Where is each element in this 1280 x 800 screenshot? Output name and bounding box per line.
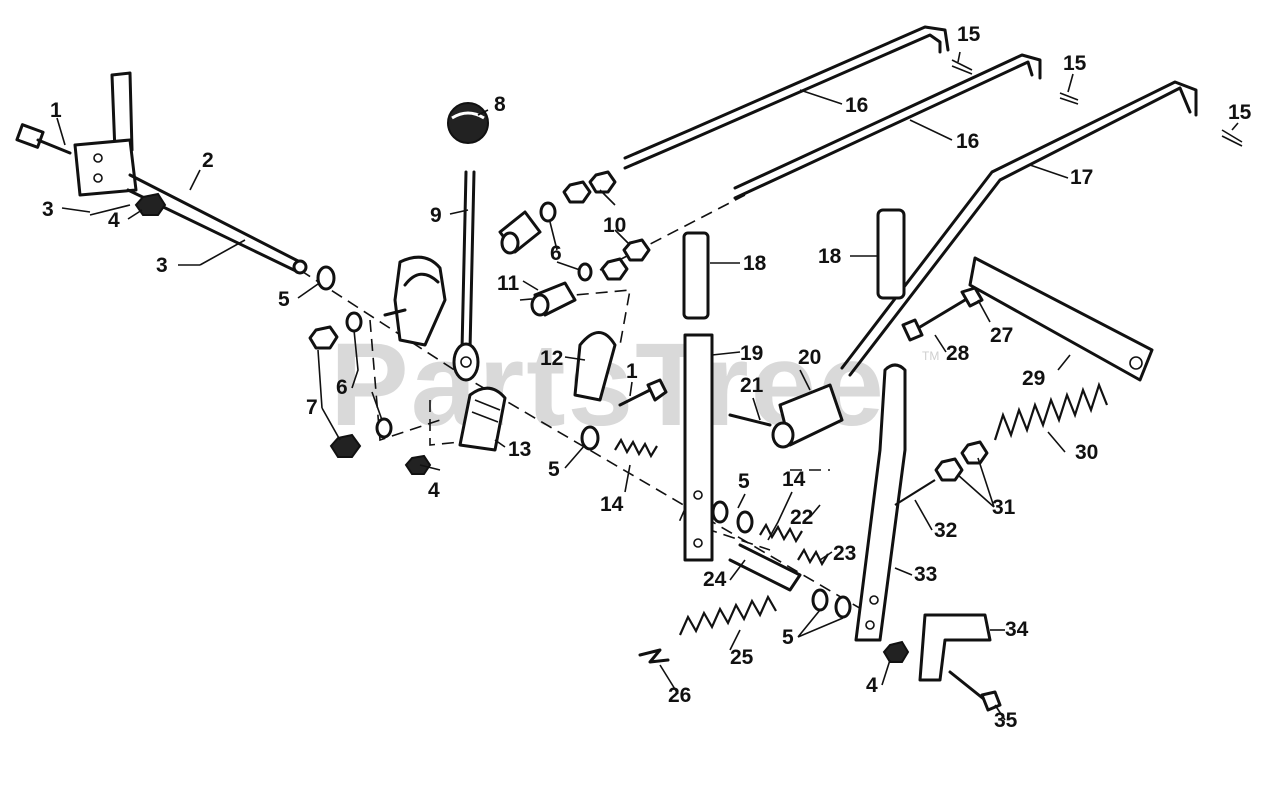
callout-5: 5 <box>738 470 750 493</box>
part-grips <box>682 208 906 320</box>
callout-29: 29 <box>1022 367 1045 390</box>
callout-16: 16 <box>845 94 868 117</box>
callout-5: 5 <box>548 458 560 481</box>
callout-26: 26 <box>668 684 691 707</box>
callout-17: 17 <box>1070 166 1093 189</box>
callout-22: 22 <box>790 506 813 529</box>
callout-4: 4 <box>108 209 120 232</box>
part-nut-left <box>134 192 167 216</box>
part-washers-nuts-top <box>539 170 651 282</box>
callout-23: 23 <box>833 542 856 565</box>
callout-15: 15 <box>957 23 981 46</box>
callout-2: 2 <box>202 149 214 172</box>
part-bracket-34 <box>882 613 1002 712</box>
part-lever-left <box>683 333 714 562</box>
callout-14: 14 <box>600 493 624 516</box>
part-lever-right <box>854 363 907 642</box>
callout-10: 10 <box>603 214 626 237</box>
callout-12: 12 <box>540 347 563 370</box>
callout-21: 21 <box>740 374 764 397</box>
callout-32: 32 <box>934 519 957 542</box>
callout-1: 1 <box>626 360 638 383</box>
leader-lines <box>56 51 1239 721</box>
callout-11: 11 <box>497 272 520 295</box>
part-bushings <box>498 210 577 317</box>
callout-5: 5 <box>782 626 794 649</box>
part-cross-shaft <box>73 71 308 275</box>
part-bolt-left <box>15 123 72 155</box>
part-spring-25 <box>638 594 777 664</box>
part-cotter-pins <box>89 204 246 266</box>
callout-5: 5 <box>278 288 290 311</box>
callout-16: 16 <box>956 130 979 153</box>
callout-6: 6 <box>336 376 348 399</box>
callout-4: 4 <box>428 479 440 502</box>
part-shift-bracket <box>383 255 447 347</box>
part-rods <box>623 25 1198 377</box>
part-block-20 <box>728 383 844 449</box>
callout-8: 8 <box>494 93 506 116</box>
callout-18: 18 <box>743 252 767 275</box>
part-bolt-28 <box>901 286 984 342</box>
callout-33: 33 <box>914 563 937 586</box>
callout-labels: 1 2 3 4 3 5 6 7 1 4 5 6 7 8 9 10 11 12 1… <box>42 23 1252 732</box>
callout-13: 13 <box>508 438 531 461</box>
callout-30: 30 <box>1075 441 1098 464</box>
callout-24: 24 <box>703 568 727 591</box>
part-washers-nuts-left <box>308 265 432 475</box>
callout-25: 25 <box>730 646 754 669</box>
callout-4: 4 <box>866 674 878 697</box>
callout-15: 15 <box>1228 101 1252 124</box>
part-stud-32 <box>894 479 936 506</box>
part-washers-right <box>580 425 852 619</box>
part-bolt-mid <box>618 378 668 407</box>
callout-19: 19 <box>740 342 763 365</box>
part-bracket-long <box>968 256 1154 382</box>
callout-27: 27 <box>990 324 1013 347</box>
watermark-trademark: TM <box>922 349 939 363</box>
part-spring-30 <box>993 381 1109 441</box>
part-clips <box>458 331 617 452</box>
callout-1: 1 <box>50 99 62 122</box>
callout-7: 7 <box>306 396 318 419</box>
callout-34: 34 <box>1005 618 1029 641</box>
callout-14: 14 <box>782 468 806 491</box>
callout-9: 9 <box>430 204 442 227</box>
part-springs-small <box>614 437 829 567</box>
callout-28: 28 <box>946 342 970 365</box>
part-shift-lever <box>447 102 489 382</box>
callout-3: 3 <box>42 198 54 221</box>
callout-3: 3 <box>156 254 168 277</box>
callout-20: 20 <box>798 346 821 369</box>
callout-6: 6 <box>550 242 562 265</box>
part-pivot-24 <box>728 543 802 592</box>
callout-18: 18 <box>818 245 842 268</box>
callout-15: 15 <box>1063 52 1087 75</box>
callout-35: 35 <box>994 709 1018 732</box>
callout-31: 31 <box>992 496 1016 519</box>
part-cotter-pins-top <box>951 59 1243 147</box>
